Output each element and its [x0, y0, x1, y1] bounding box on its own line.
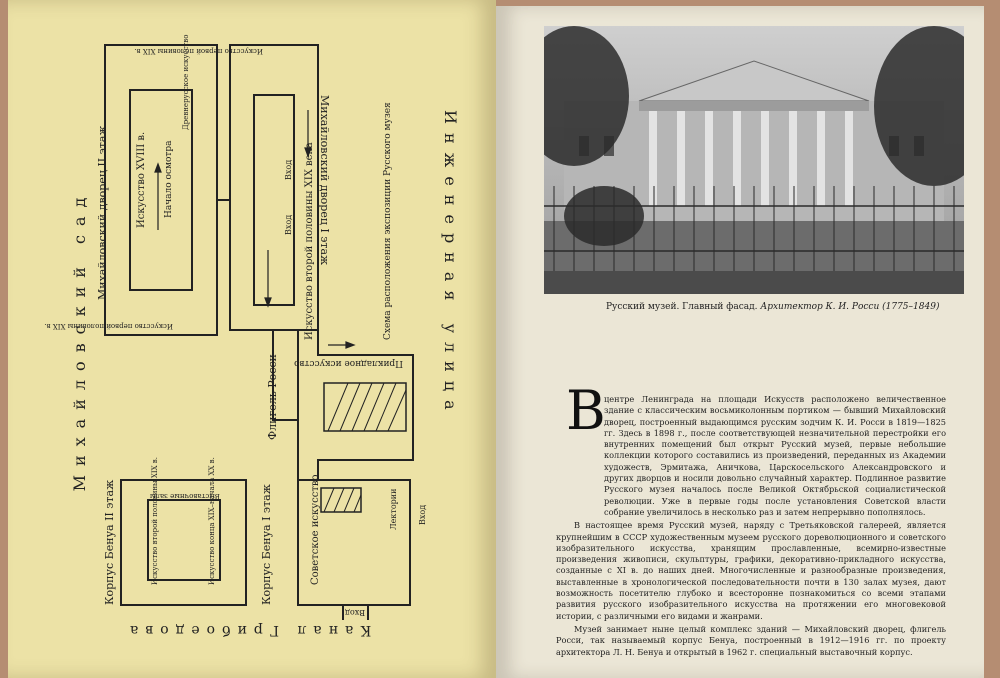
- room-first-half-19-top: Искусство первой половины XIX в.: [134, 47, 263, 55]
- floor-plan-drawing: [104, 44, 414, 620]
- room-lecture-hall: Лектории: [389, 488, 398, 530]
- entrance-label-1: Вход: [284, 159, 293, 180]
- room-second-half-19: Искусство второй половины XIX века: [304, 142, 315, 340]
- palace-floor2-label: Михайловский дворец II этаж: [96, 125, 109, 300]
- benois-floor2-label: Корпус Бенуа II этаж: [103, 479, 116, 605]
- caption-main: Русский музей. Главный фасад.: [606, 302, 758, 312]
- article-body: центре Ленинграда на площади Искусств ра…: [556, 394, 946, 660]
- drop-cap: В: [566, 379, 606, 442]
- left-page-floor-plan: Схема расположения экспозиции Русского м…: [8, 0, 496, 678]
- entrance-label-3: Вход: [418, 504, 427, 525]
- article-paragraph-1: центре Ленинграда на площади Искусств ра…: [604, 394, 946, 517]
- room-second-half-19-b: Искусство второй половины XIX в.: [151, 457, 159, 585]
- museum-facade-photo: [544, 26, 964, 294]
- benois-floor1-label: Корпус Бенуа I этаж: [260, 484, 273, 605]
- plan-title: Схема расположения экспозиции Русского м…: [383, 102, 393, 340]
- entrance-label-2: Вход: [284, 214, 293, 235]
- canal-label: Канал Грибоедова: [123, 622, 372, 638]
- room-tour-start: Начало осмотра: [164, 140, 174, 218]
- article-paragraph-2: В настоящее время Русский музей, наряду …: [556, 520, 946, 621]
- facade-illustration: [544, 26, 964, 294]
- room-art-18: Искусство XVIII в.: [136, 131, 147, 228]
- room-applied-art: Прикладное искусство: [294, 358, 403, 368]
- article-paragraph-3: Музей занимает ныне целый комплекс здани…: [556, 623, 946, 657]
- entrance-label-4: Вход: [345, 608, 366, 617]
- caption-author: Архитектор К. И. Росси (1775–1849): [760, 302, 940, 312]
- right-page-article: Русский музей. Главный фасад. Архитектор…: [496, 6, 984, 678]
- palace-floor1-label: Михайловский дворец I этаж: [318, 95, 331, 266]
- street-ingenernaya-label: Инженерная улица: [441, 110, 460, 419]
- rossi-wing-label: Флигель Росси: [266, 354, 279, 440]
- room-soviet-art: Советское искусство: [310, 474, 321, 585]
- room-first-half-19-left: Искусство первой половины XIX в.: [44, 322, 173, 330]
- photo-caption: Русский музей. Главный фасад. Архитектор…: [606, 302, 939, 312]
- street-garden-label: Михайловский сад: [70, 188, 89, 492]
- room-late-19-early-20: Искусство конца XIX–начала XX в.: [208, 457, 216, 585]
